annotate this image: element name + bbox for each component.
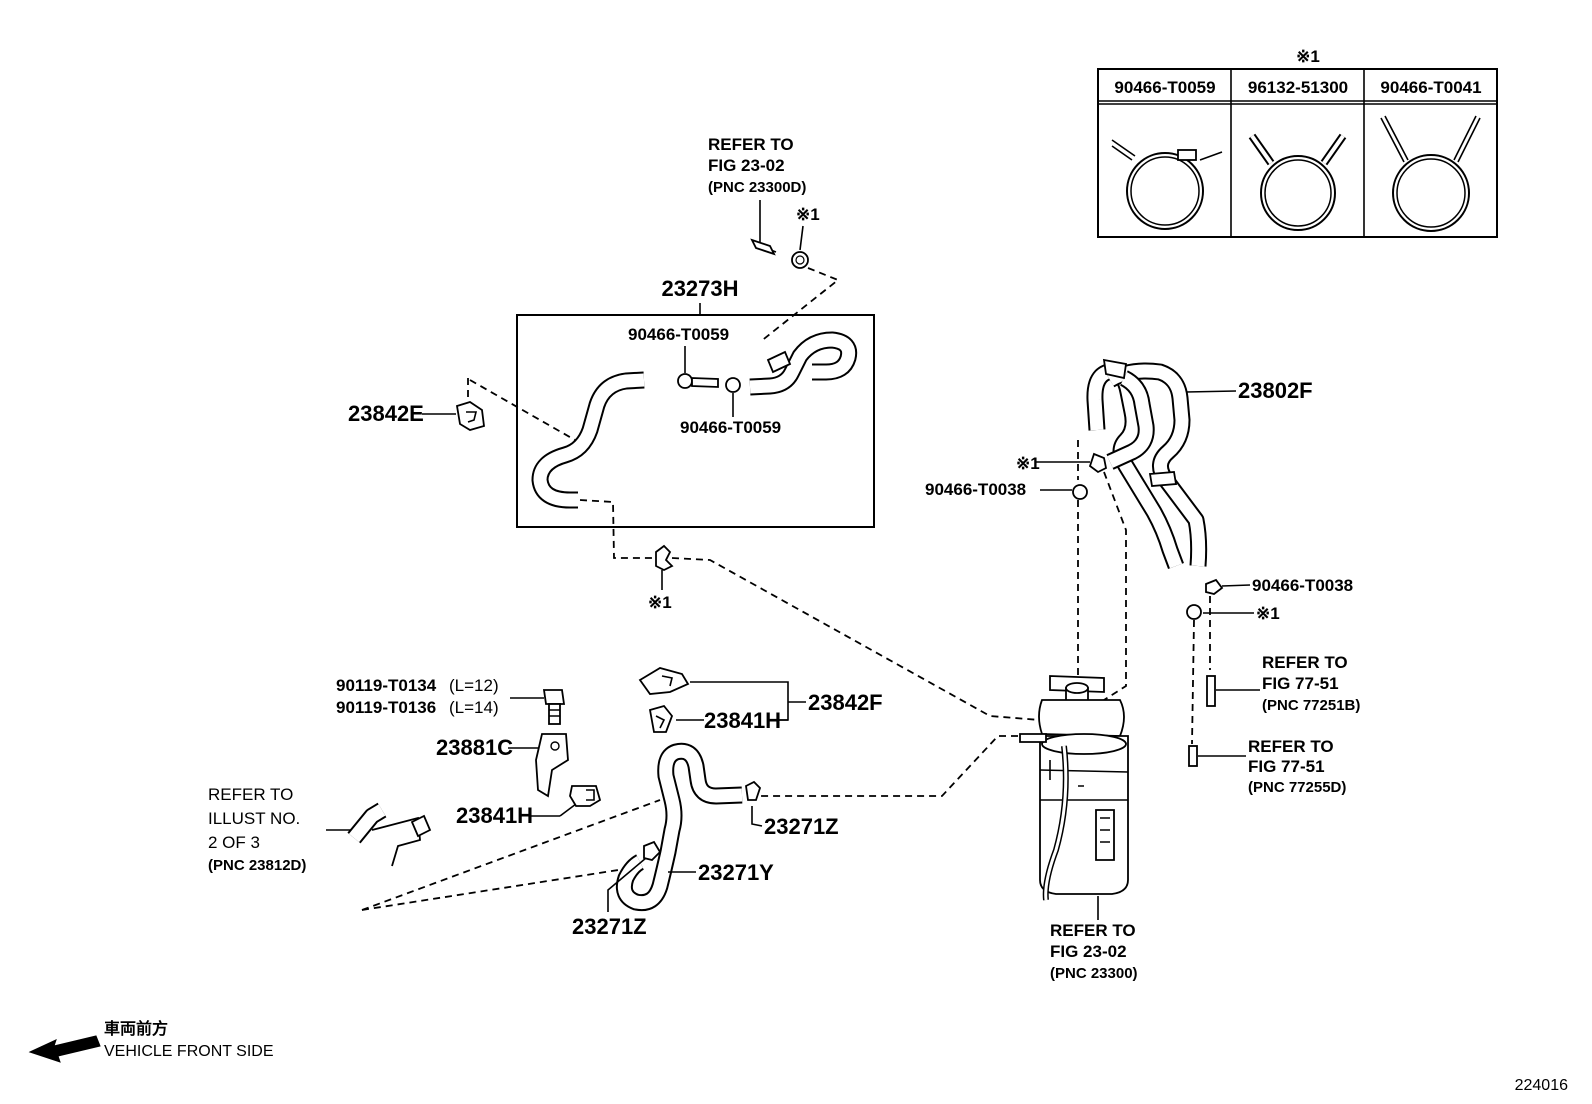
- svg-text:2 OF 3: 2 OF 3: [208, 833, 260, 852]
- front-direction-indicator: 車両前方 VEHICLE FRONT SIDE: [28, 1019, 274, 1063]
- svg-text:(PNC 23300D): (PNC 23300D): [708, 179, 806, 196]
- hose-clamp: [677, 373, 693, 389]
- clamp-wire-icon: [1380, 115, 1481, 232]
- svg-text:(L=12): (L=12): [449, 676, 499, 695]
- clip-23841H-b: 23841H: [648, 704, 788, 733]
- svg-text:※1: ※1: [796, 205, 820, 224]
- svg-text:※1: ※1: [1256, 604, 1280, 623]
- svg-text:REFER TO: REFER TO: [1262, 653, 1348, 672]
- hose-clamp: [725, 377, 741, 393]
- svg-text:FIG 23-02: FIG 23-02: [1050, 942, 1127, 961]
- clip-90466-T0059-a: 90466-T0059: [628, 325, 729, 344]
- svg-text:23881C: 23881C: [436, 735, 513, 760]
- svg-text:23271Z: 23271Z: [764, 814, 839, 839]
- svg-text:※1: ※1: [648, 593, 672, 612]
- clip-23841H-a: 23841H: [456, 785, 602, 828]
- svg-text:FIG 23-02: FIG 23-02: [708, 156, 785, 175]
- arrow-left-icon: [28, 1035, 101, 1063]
- legend-col-2: 96132-51300: [1248, 78, 1348, 97]
- hose-23271Y: 23271Y: [615, 742, 774, 912]
- charcoal-canister: [1019, 675, 1129, 901]
- svg-text:(PNC 23812D): (PNC 23812D): [208, 857, 306, 874]
- clamp-legend-table: ※1 90466-T0059 96132-51300 90466-T0041: [1097, 47, 1498, 238]
- bracket-23881C: 23881C: [436, 733, 569, 798]
- svg-text:VEHICLE FRONT SIDE: VEHICLE FRONT SIDE: [104, 1043, 274, 1060]
- svg-text:FIG 77-51: FIG 77-51: [1248, 757, 1325, 776]
- svg-text:90466-T0038: 90466-T0038: [925, 480, 1026, 499]
- hose-assembly-23273H: 23273H 90466-T0059 90466-T0059: [516, 276, 875, 528]
- svg-text:(PNC 23300): (PNC 23300): [1050, 965, 1138, 982]
- clip-23842E: 23842E: [348, 378, 576, 441]
- hose-clamp: [1186, 604, 1202, 620]
- svg-text:23271Y: 23271Y: [698, 860, 774, 885]
- svg-text:車両前方: 車両前方: [104, 1019, 168, 1038]
- clip-23271Z-a: 23271Z: [745, 780, 839, 839]
- svg-text:23271Z: 23271Z: [572, 914, 647, 939]
- svg-text:REFER TO: REFER TO: [1248, 737, 1334, 756]
- mid-clamp: ※1: [648, 544, 674, 612]
- clip-right-upper: ※1 90466-T0038: [925, 452, 1108, 500]
- hose-joint-pipe: [691, 377, 719, 388]
- clip-23271Z-b: 23271Z: [572, 840, 662, 939]
- bolt-group: 90119-T0134 (L=12) 90119-T0136 (L=14): [336, 676, 566, 725]
- svg-text:※1: ※1: [1016, 454, 1040, 473]
- legend-note: ※1: [1296, 47, 1320, 66]
- clip-90466-T0059-b: 90466-T0059: [680, 418, 781, 437]
- svg-text:REFER TO: REFER TO: [208, 785, 293, 804]
- svg-text:90466-T0038: 90466-T0038: [1252, 576, 1353, 595]
- svg-text:ILLUST NO.: ILLUST NO.: [208, 809, 300, 828]
- svg-text:23842E: 23842E: [348, 401, 424, 426]
- legend-col-3: 90466-T0041: [1380, 78, 1481, 97]
- hose-assembly-23802F: 23802F: [1086, 358, 1313, 569]
- part-23273H: 23273H: [661, 276, 738, 301]
- clamp-spring-icon: [1248, 133, 1347, 231]
- legend-col-1: 90466-T0059: [1114, 78, 1215, 97]
- svg-text:REFER TO: REFER TO: [1050, 921, 1136, 940]
- svg-text:23841H: 23841H: [456, 803, 533, 828]
- part-23802F: 23802F: [1238, 378, 1313, 403]
- hose-clamp: [1072, 484, 1088, 500]
- svg-text:23842F: 23842F: [808, 690, 883, 715]
- clip-right-lower: 90466-T0038 ※1: [1186, 576, 1353, 623]
- svg-text:(PNC 77255D): (PNC 77255D): [1248, 779, 1346, 796]
- svg-text:(PNC 77251B): (PNC 77251B): [1262, 697, 1360, 714]
- svg-text:90119-T0136: 90119-T0136: [336, 698, 436, 717]
- svg-text:FIG 77-51: FIG 77-51: [1262, 674, 1339, 693]
- svg-text:23841H: 23841H: [704, 708, 781, 733]
- svg-text:90119-T0134: 90119-T0134: [336, 676, 437, 695]
- refer-bottom: REFER TO FIG 23-02 (PNC 23300): [1050, 921, 1138, 982]
- figure-id: 224016: [1515, 1077, 1568, 1094]
- refer-left: REFER TO ILLUST NO. 2 OF 3 (PNC 23812D): [208, 785, 432, 874]
- bolt-icon: [542, 689, 566, 725]
- refer-right-1: REFER TO FIG 77-51 (PNC 77251B): [1206, 653, 1360, 714]
- refer-right-2: REFER TO FIG 77-51 (PNC 77255D): [1188, 737, 1346, 796]
- svg-text:REFER TO: REFER TO: [708, 135, 794, 154]
- clamp-band-icon: [1111, 139, 1223, 230]
- refer-top: REFER TO FIG 23-02 (PNC 23300D) ※1: [708, 135, 840, 343]
- hose-clamp: [791, 251, 809, 269]
- svg-text:(L=14): (L=14): [449, 698, 499, 717]
